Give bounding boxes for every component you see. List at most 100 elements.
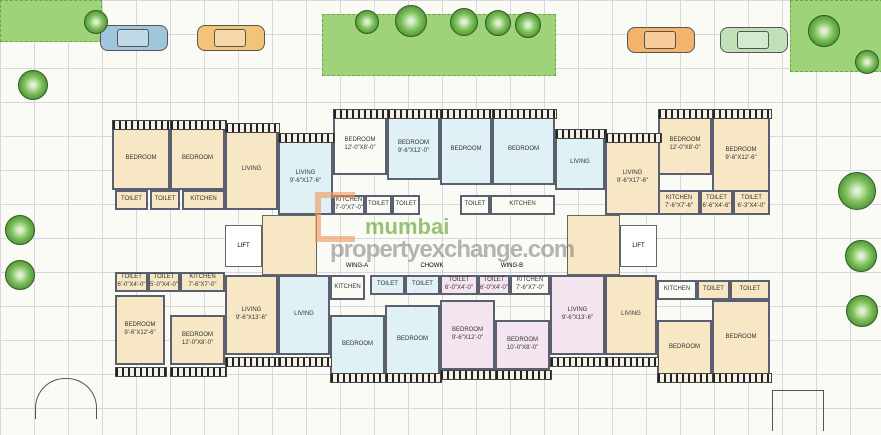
balcony-railing bbox=[330, 373, 387, 383]
room-living: LIVING bbox=[555, 135, 605, 190]
room-bedroom: BEDROOM bbox=[330, 315, 385, 375]
room-dimensions: 5'-0"X4'-0" bbox=[150, 282, 178, 288]
room-label: LIVING bbox=[295, 169, 316, 176]
room-label: KITCHEN bbox=[509, 201, 536, 208]
room-toilet: TOILET bbox=[697, 280, 730, 300]
balcony-railing bbox=[657, 373, 714, 383]
tree-icon bbox=[838, 172, 876, 210]
tree-icon bbox=[355, 10, 379, 34]
room-bedroom: BEDROOM bbox=[385, 305, 440, 375]
room-living: LIVING bbox=[225, 130, 278, 210]
room-label: BEDROOM bbox=[181, 155, 213, 162]
tree-icon bbox=[845, 240, 877, 272]
room-label: BEDROOM bbox=[450, 146, 482, 153]
room-kitchen: KITCHEN bbox=[490, 195, 555, 215]
room-label: BEDROOM bbox=[725, 333, 757, 340]
tree-icon bbox=[5, 215, 35, 245]
lift-left: LIFT bbox=[225, 225, 262, 267]
room-dimensions: 7'-0"X7'-0" bbox=[335, 205, 363, 211]
room-label: LIVING bbox=[622, 169, 643, 176]
room-dimensions: 9'-6"X13'-6" bbox=[561, 315, 594, 321]
wing-b-label: WING-B bbox=[500, 263, 524, 269]
room-label: TOILET bbox=[464, 201, 486, 208]
balcony-railing bbox=[605, 357, 659, 367]
balcony-railing bbox=[225, 123, 280, 133]
parked-car bbox=[720, 27, 788, 53]
tree-icon bbox=[808, 15, 840, 47]
balcony-railing bbox=[440, 109, 494, 119]
stair-core bbox=[567, 215, 620, 275]
balcony-railing bbox=[225, 357, 280, 367]
room-toilet: TOILET bbox=[365, 195, 392, 215]
room-dimensions: 12'-0"X8'-0" bbox=[669, 145, 701, 151]
room-toilet: TOILET bbox=[370, 275, 405, 295]
room-dimensions: 9'-6"X12'-0" bbox=[397, 147, 430, 154]
balcony-railing bbox=[550, 357, 607, 367]
room-label: BEDROOM bbox=[669, 137, 701, 144]
tree-icon bbox=[395, 5, 427, 37]
watermark-logo bbox=[315, 192, 355, 242]
room-label: TOILET bbox=[706, 194, 727, 201]
tree-icon bbox=[515, 12, 541, 38]
room-label: KITCHEN bbox=[335, 197, 363, 204]
balcony-railing bbox=[495, 370, 552, 380]
room-label: LIVING bbox=[570, 158, 590, 165]
tree-icon bbox=[846, 295, 878, 327]
room-label: KITCHEN bbox=[190, 196, 217, 203]
balcony-railing bbox=[492, 109, 557, 119]
room-toilet: TOILET bbox=[460, 195, 490, 215]
room-bedroom: BEDROOM bbox=[712, 300, 770, 375]
balcony-railing bbox=[712, 109, 772, 119]
balcony-railing bbox=[605, 133, 662, 143]
room-label: KITCHEN bbox=[334, 283, 361, 290]
balcony-railing bbox=[278, 133, 335, 143]
room-label: LIVING bbox=[241, 166, 262, 173]
room-label: TOILET bbox=[153, 274, 175, 281]
room-dimensions: 9'-6"X17'-6" bbox=[289, 177, 322, 184]
room-label: BEDROOM bbox=[396, 336, 428, 343]
room-dimensions: 7'-6"X7'-0" bbox=[188, 282, 217, 288]
balcony-railing bbox=[555, 129, 607, 139]
tree-icon bbox=[855, 50, 879, 74]
entrance-gate bbox=[35, 378, 97, 419]
room-label: TOILET bbox=[121, 196, 142, 203]
room-toilet: TOILET bbox=[150, 190, 180, 210]
room-bedroom: BEDROOM bbox=[657, 320, 712, 375]
room-label: KITCHEN bbox=[516, 277, 544, 284]
room-label: TOILET bbox=[483, 277, 505, 284]
room-label: KITCHEN bbox=[665, 194, 693, 201]
room-label: TOILET bbox=[741, 194, 762, 201]
room-dimensions: 10'-0"X8'-0" bbox=[506, 345, 539, 351]
tree-icon bbox=[84, 10, 108, 34]
tree-icon bbox=[18, 70, 48, 100]
room-kitchen: KITCHEN bbox=[330, 275, 365, 300]
room-label: TOILET bbox=[739, 286, 761, 293]
balcony-railing bbox=[170, 120, 227, 130]
room-dimensions: 6'-0"X4'-0" bbox=[480, 285, 508, 291]
room-dimensions: 9'-6"X12'-6" bbox=[124, 330, 156, 336]
room-dimensions: 7'-6"X7'-6" bbox=[665, 202, 693, 209]
room-bedroom: BEDROOM bbox=[440, 115, 492, 185]
room-label: TOILET bbox=[154, 196, 176, 203]
room-label: LIVING bbox=[294, 311, 314, 318]
room-bedroom: BEDROOM bbox=[112, 128, 170, 190]
room-bedroom: BEDROOM bbox=[170, 128, 225, 190]
room-label: BEDROOM bbox=[344, 137, 376, 144]
room-label: TOILET bbox=[368, 201, 389, 208]
room-label: BEDROOM bbox=[506, 337, 538, 344]
room-dimensions: 12'-0"X8'-0" bbox=[344, 145, 376, 151]
room-dimensions: 7'-6"X7'-0" bbox=[516, 285, 544, 291]
watermark-brand: mumbai bbox=[365, 214, 450, 239]
room-toilet: TOILET bbox=[730, 280, 770, 300]
balcony-railing bbox=[387, 109, 442, 119]
